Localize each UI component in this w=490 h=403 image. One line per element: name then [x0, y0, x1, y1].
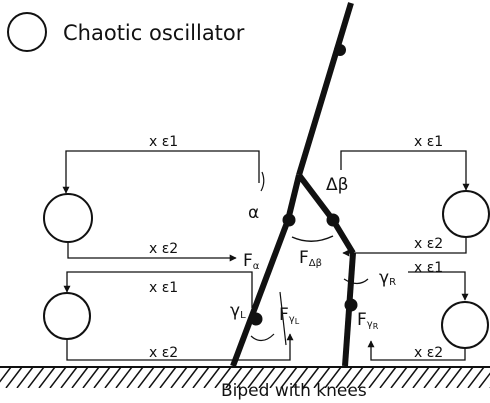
- left-knee-joint: [249, 312, 263, 326]
- gain-eps2-gamma-r: x ε2: [414, 345, 443, 361]
- right-knee-joint: [344, 298, 358, 312]
- gamma-r-oscillator-icon: [441, 301, 489, 349]
- gain-eps2-alpha: x ε2: [149, 241, 178, 257]
- torso-joint: [334, 44, 346, 56]
- biped-body: [230, 2, 358, 368]
- gain-eps1-alpha: x ε1: [149, 134, 178, 150]
- gamma-l-label: γL: [230, 301, 246, 321]
- alpha-control-loop: [43, 150, 260, 262]
- right-hip-joint: [326, 213, 340, 227]
- gamma-r-control-loop: [367, 271, 489, 361]
- gamma-l-oscillator-icon: [43, 292, 91, 340]
- gain-eps1-gamma-r: x ε1: [414, 260, 443, 276]
- gamma-l-reference-line: [279, 291, 287, 346]
- f-delta-beta-label: FΔβ: [299, 248, 322, 269]
- ground: [0, 366, 490, 388]
- gain-eps1-gamma-l: x ε1: [149, 280, 178, 296]
- gamma-r-arc: [343, 278, 369, 285]
- delta-beta-oscillator-icon: [442, 190, 490, 238]
- f-gamma-r-label: FγR: [357, 310, 379, 331]
- alpha-label: α: [248, 203, 259, 223]
- gamma-r-label: γR: [379, 268, 396, 288]
- left-shin: [230, 218, 291, 368]
- gain-eps2-delta-beta: x ε2: [414, 236, 443, 252]
- right-thigh: [296, 173, 336, 222]
- diagram-caption: Biped with knees: [221, 381, 367, 401]
- f-alpha-label: Fα: [243, 251, 260, 272]
- torso: [296, 2, 354, 176]
- left-thigh: [285, 174, 302, 221]
- f-gamma-l-label: FγL: [279, 305, 300, 326]
- left-hip-joint: [282, 213, 296, 227]
- legend-oscillator-icon: [7, 12, 47, 52]
- delta-beta-control-loop: [340, 150, 490, 257]
- alpha-arc: [260, 171, 265, 192]
- delta-beta-label: Δβ: [326, 175, 348, 195]
- gamma-l-control-loop: [43, 271, 294, 361]
- alpha-oscillator-icon: [43, 193, 93, 243]
- gain-eps2-gamma-l: x ε2: [149, 345, 178, 361]
- legend-label: Chaotic oscillator: [63, 21, 245, 45]
- gamma-l-arc: [250, 333, 275, 342]
- delta-beta-arc: [291, 235, 334, 242]
- gain-eps1-delta-beta: x ε1: [414, 134, 443, 150]
